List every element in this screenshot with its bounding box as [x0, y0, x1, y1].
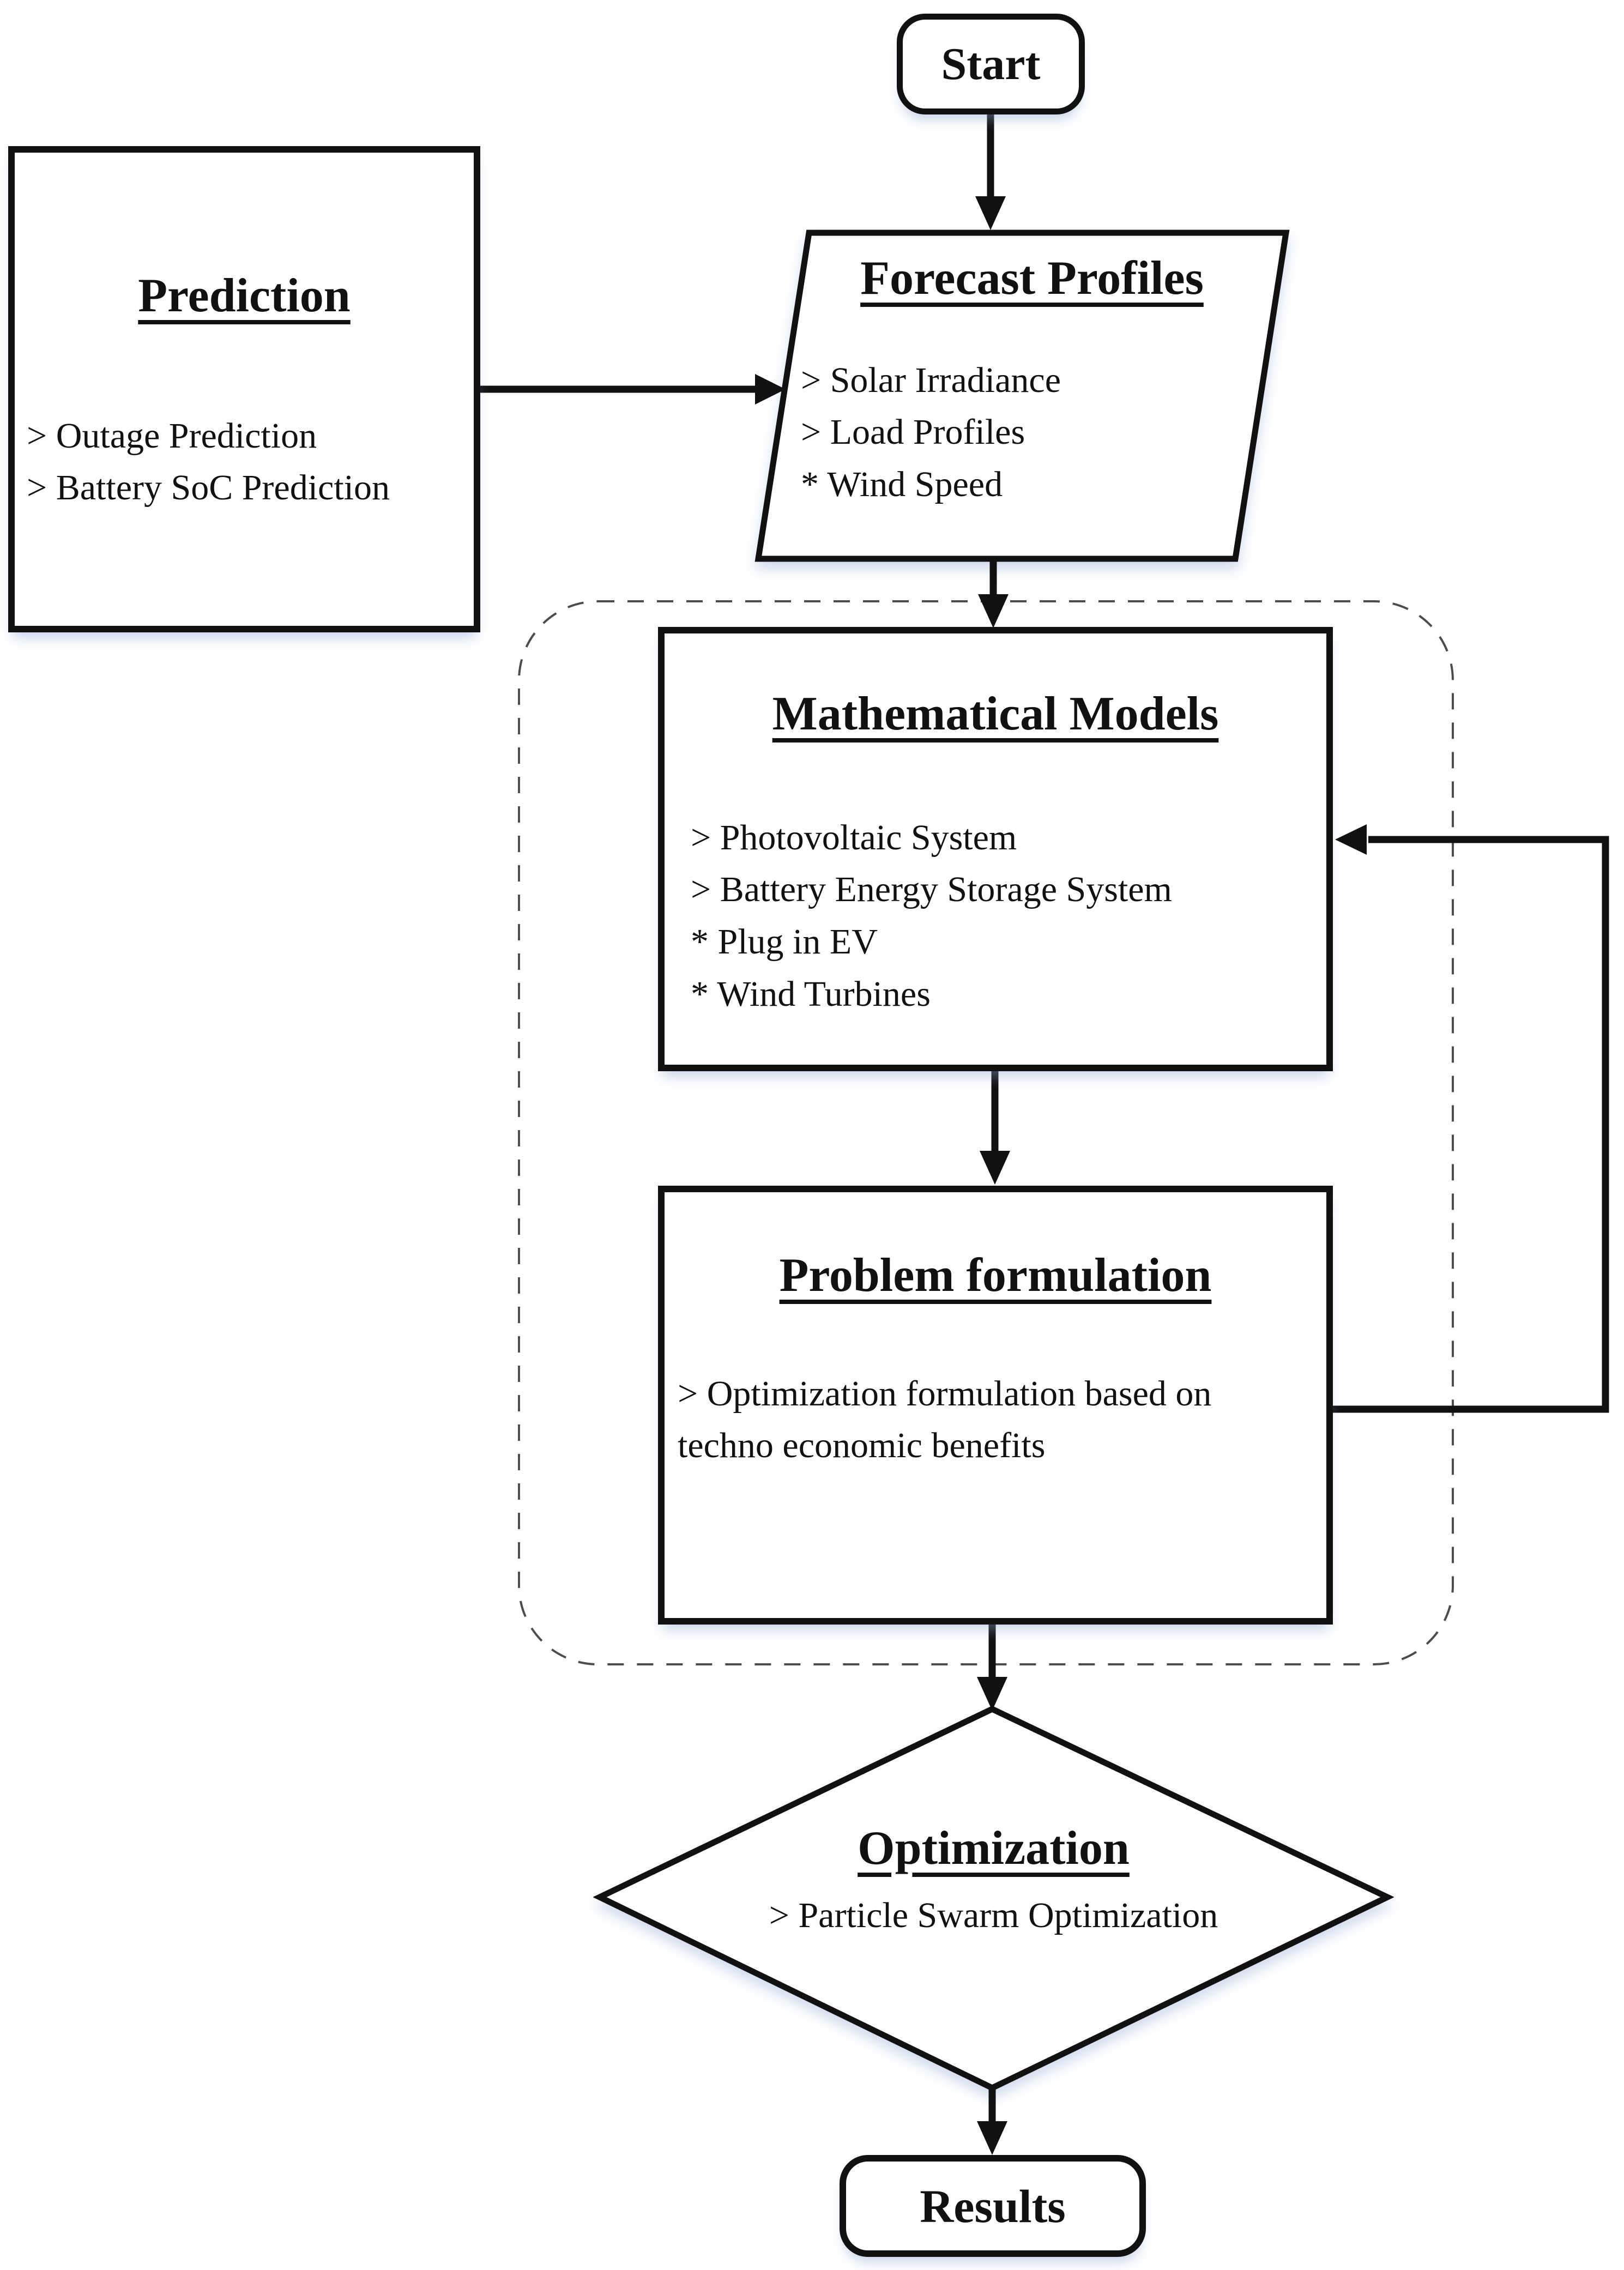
- node-prediction: Prediction > Outage Prediction > Battery…: [8, 146, 480, 632]
- list-item: > Load Profiles: [801, 412, 1025, 452]
- prediction-items: > Outage Prediction > Battery SoC Predic…: [15, 410, 474, 514]
- arrowhead-start-to-forecast: [975, 196, 1006, 230]
- node-start: Start: [897, 14, 1085, 114]
- feedback-loop-line: [1332, 836, 1609, 1413]
- mathematical-models-items: > Photovoltaic System > Battery Energy S…: [665, 812, 1326, 1021]
- arrowhead-prediction-to-forecast: [755, 374, 786, 405]
- list-item: > Particle Swarm Optimization: [769, 1895, 1218, 1936]
- node-mathematical-models: Mathematical Models > Photovoltaic Syste…: [658, 627, 1333, 1071]
- results-label: Results: [920, 2180, 1066, 2232]
- arrowhead-optimization-to-results: [977, 2121, 1007, 2155]
- list-item: > Battery Energy Storage System: [691, 870, 1172, 910]
- arrowhead-forecast-to-models: [978, 594, 1009, 628]
- forecast-profiles-parallelogram-shape: [754, 230, 1290, 562]
- prediction-title: Prediction: [138, 269, 351, 322]
- list-item: * Wind Speed: [801, 464, 1003, 505]
- arrowhead-feedback-loop: [1335, 824, 1367, 855]
- node-forecast-profiles: Forecast Profiles > Solar Irradiance > L…: [758, 233, 1286, 559]
- list-item: > Optimization formulation based on tech…: [678, 1373, 1212, 1466]
- list-item: * Plug in EV: [691, 922, 878, 962]
- mathematical-models-title: Mathematical Models: [772, 687, 1219, 740]
- list-item: > Solar Irradiance: [801, 360, 1061, 400]
- arrowhead-models-to-formulation: [980, 1151, 1010, 1185]
- arrowhead-formulation-to-optimization: [977, 1677, 1007, 1711]
- node-optimization: Optimization > Particle Swarm Optimizati…: [600, 1693, 1387, 2072]
- start-label: Start: [941, 39, 1041, 89]
- problem-formulation-items: > Optimization formulation based on tech…: [665, 1368, 1326, 1472]
- node-results: Results: [840, 2155, 1146, 2257]
- forecast-profiles-items: > Solar Irradiance > Load Profiles * Win…: [758, 354, 1286, 511]
- list-item: * Wind Turbines: [691, 974, 931, 1014]
- forecast-profiles-title: Forecast Profiles: [860, 252, 1204, 305]
- list-item: > Photovoltaic System: [691, 817, 1017, 858]
- node-problem-formulation: Problem formulation > Optimization formu…: [658, 1186, 1333, 1625]
- list-item: > Battery SoC Prediction: [27, 468, 390, 508]
- list-item: > Outage Prediction: [27, 415, 317, 456]
- optimization-items: > Particle Swarm Optimization: [769, 1889, 1218, 1942]
- problem-formulation-title: Problem formulation: [779, 1249, 1212, 1302]
- optimization-title: Optimization: [858, 1822, 1130, 1875]
